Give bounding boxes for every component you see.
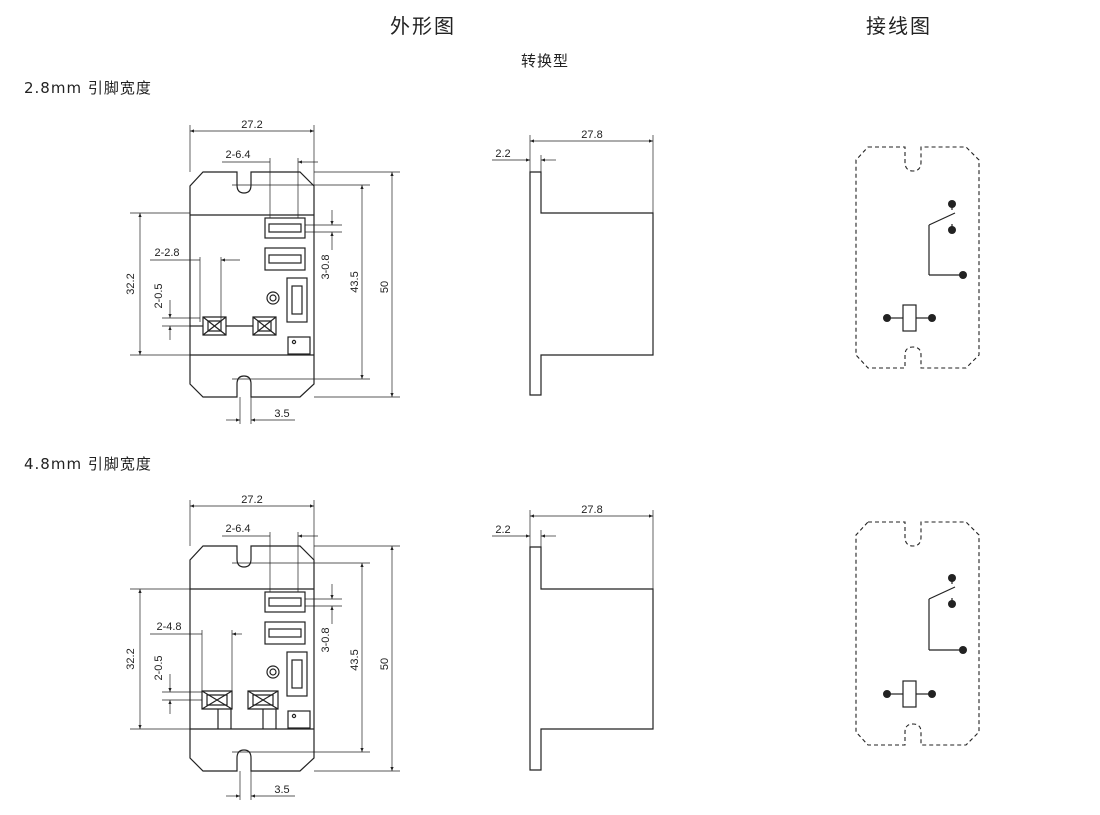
dim-width-2: 27.2 bbox=[241, 494, 262, 506]
dim-depth-2: 27.8 bbox=[581, 504, 602, 516]
dim-pin-thick-2: 2-0.5 bbox=[153, 655, 165, 680]
wiring-diagram-1 bbox=[855, 146, 980, 369]
dim-pin-pitch-1: 2-6.4 bbox=[225, 149, 250, 161]
wiring-diagram-2 bbox=[855, 521, 980, 746]
dim-slot-2: 3-0.8 bbox=[320, 627, 332, 652]
side-view-2: 27.8 2.2 bbox=[492, 504, 654, 771]
dim-flange-1: 2.2 bbox=[495, 148, 510, 160]
dim-width-1: 27.2 bbox=[241, 119, 262, 131]
dim-hole-1: 3.5 bbox=[274, 408, 289, 420]
dim-height-inner-2: 32.2 bbox=[125, 648, 137, 669]
side-view-1: 27.8 2.2 bbox=[492, 129, 654, 396]
dim-hole-2: 3.5 bbox=[274, 784, 289, 796]
dim-pin-width-1: 2-2.8 bbox=[154, 247, 179, 259]
dim-pin-thick-1: 2-0.5 bbox=[153, 283, 165, 308]
dim-pin-width-2: 2-4.8 bbox=[156, 621, 181, 633]
dim-height-mid-2: 43.5 bbox=[349, 649, 361, 670]
section-title-1: 2.8mm 引脚宽度 bbox=[24, 79, 152, 97]
subtype-label: 转换型 bbox=[521, 52, 570, 70]
front-view-2: 27.2 2-6.4 2-4.8 2-0.5 32.2 3-0.8 43.5 5 bbox=[125, 494, 400, 800]
dim-depth-1: 27.8 bbox=[581, 129, 602, 141]
dim-height-inner-1: 32.2 bbox=[125, 273, 137, 294]
wiring-header: 接线图 bbox=[866, 14, 932, 38]
dim-height-total-2: 50 bbox=[379, 658, 391, 670]
dim-flange-2: 2.2 bbox=[495, 524, 510, 536]
dim-height-mid-1: 43.5 bbox=[349, 271, 361, 292]
dim-pin-pitch-2: 2-6.4 bbox=[225, 523, 250, 535]
front-view-1: 27.2 2-6.4 2-2.8 2-0.5 32.2 3-0.8 43.5 5 bbox=[125, 119, 400, 424]
section-title-2: 4.8mm 引脚宽度 bbox=[24, 455, 152, 473]
outline-header: 外形图 bbox=[390, 14, 456, 38]
dim-height-total-1: 50 bbox=[379, 281, 391, 293]
dim-slot-1: 3-0.8 bbox=[320, 254, 332, 279]
